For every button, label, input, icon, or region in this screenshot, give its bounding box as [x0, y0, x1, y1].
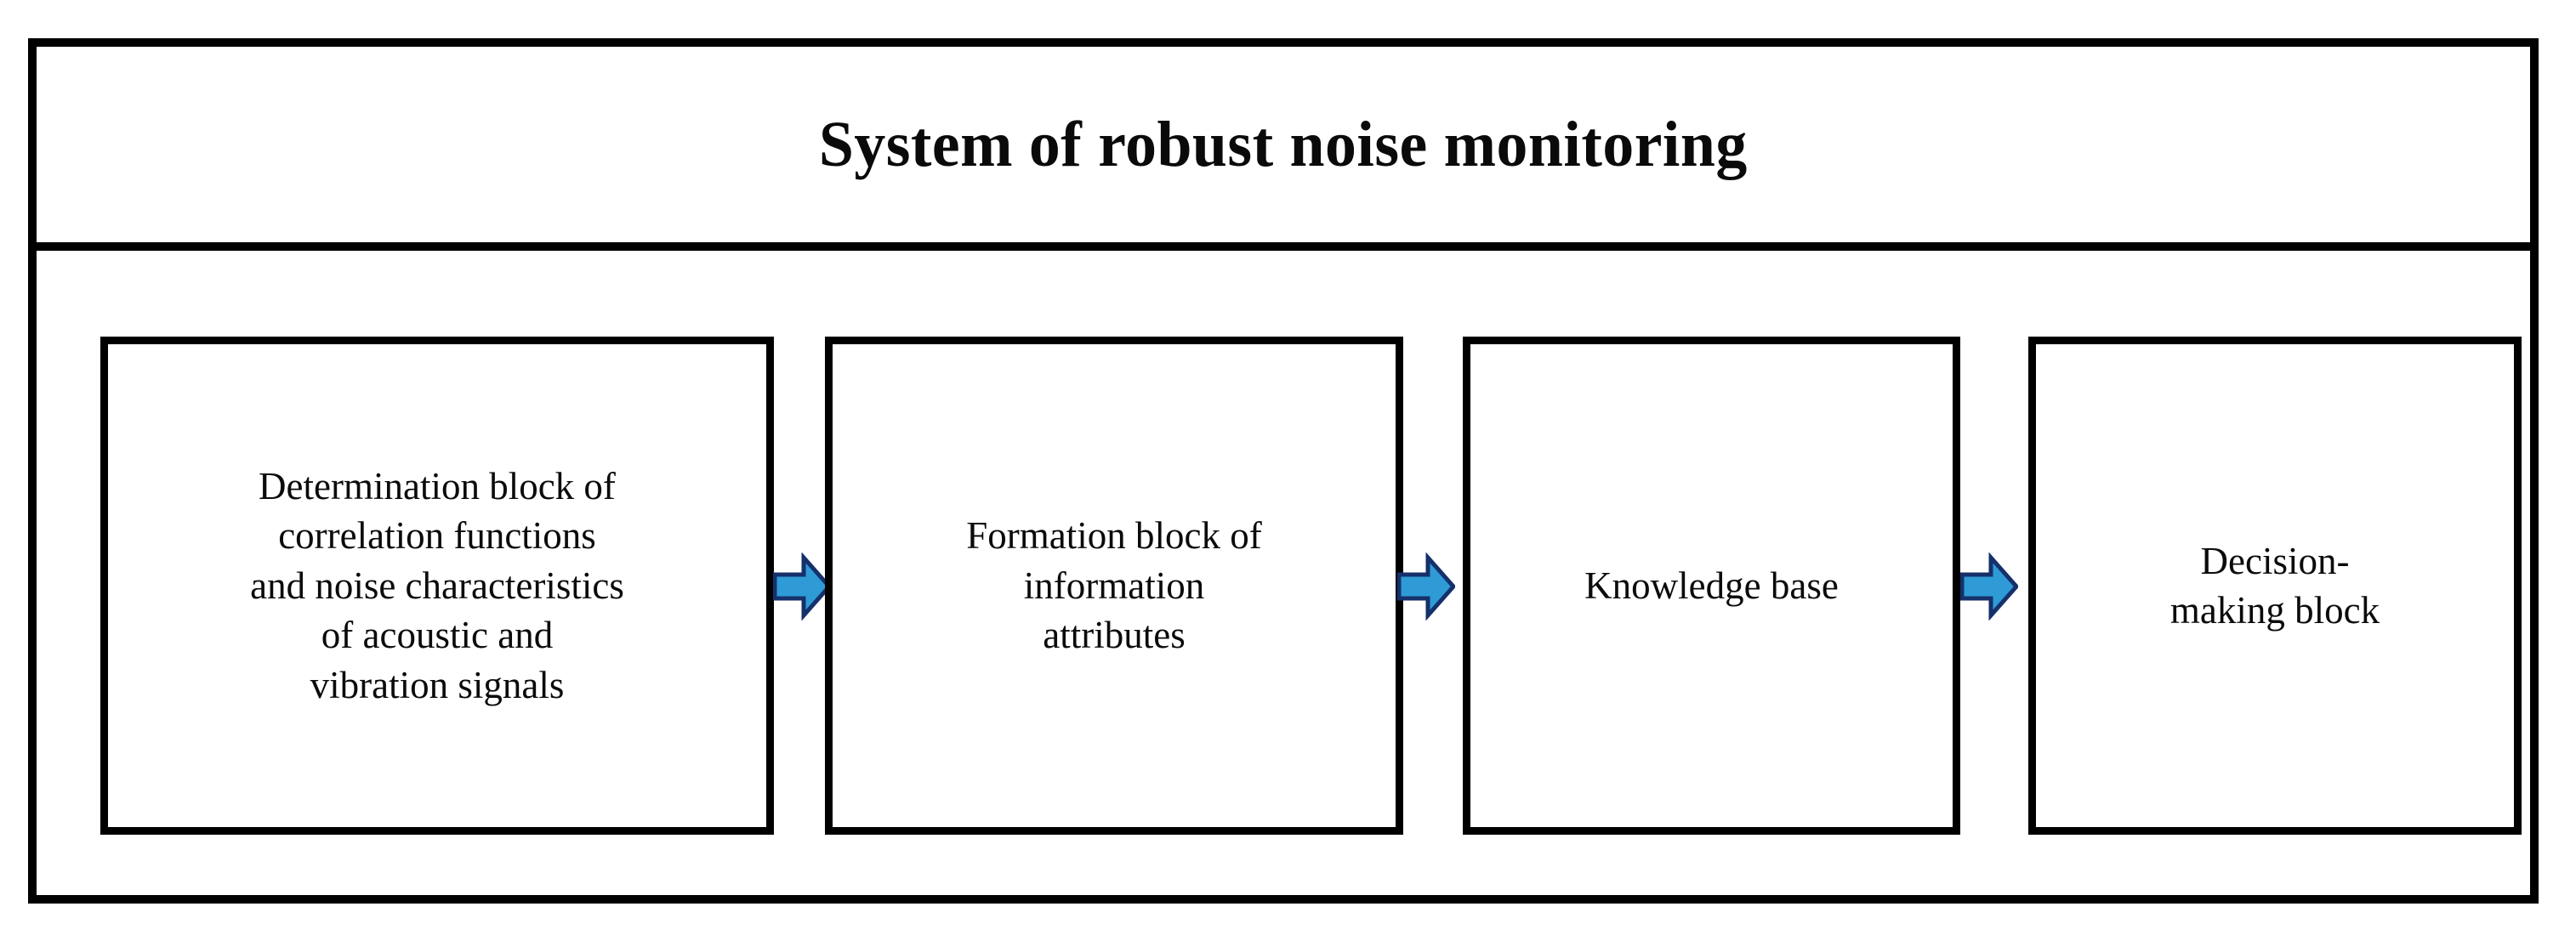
stage-box-knowledge-base[interactable]: Knowledge base — [1463, 337, 1960, 835]
page-title: System of robust noise monitoring — [819, 109, 1748, 180]
title-band: System of robust noise monitoring — [37, 47, 2530, 251]
stage-box-formation-block[interactable]: Formation block of information attribute… — [825, 337, 1403, 835]
stage-label: Knowledge base — [1584, 564, 1839, 607]
system-outer-frame: System of robust noise monitoring Determ… — [28, 38, 2539, 904]
right-arrow-icon — [773, 552, 831, 620]
right-arrow-icon — [1960, 552, 2018, 620]
stage-label: Formation block of information attribute… — [966, 514, 1262, 657]
pipeline-row: Determination block of correlation funct… — [37, 259, 2530, 904]
right-arrow-icon — [1397, 552, 1455, 620]
stage-label: Determination block of correlation funct… — [250, 464, 624, 706]
stage-label: Decision- making block — [2169, 539, 2380, 632]
stage-box-determination-block[interactable]: Determination block of correlation funct… — [100, 337, 774, 835]
stage-box-decision-making-block[interactable]: Decision- making block — [2028, 337, 2522, 835]
